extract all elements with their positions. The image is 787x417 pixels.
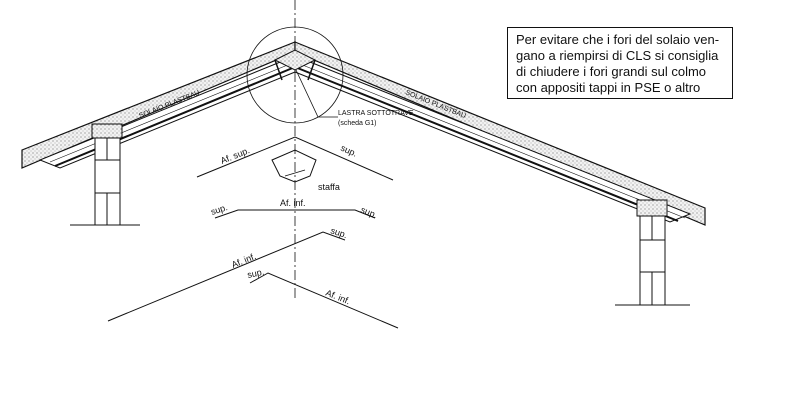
note-box: Per evitare che i fori del solaio ven- g… [507,27,733,99]
lastra-label: LASTRA SOTTOTRAVE [338,110,414,117]
note-line: di chiudere i fori grandi sul colmo [516,64,707,79]
sup-label: sup. [339,143,359,159]
sup-label: sup. [329,225,348,240]
sup-label: sup. [246,267,265,280]
af-inf-label: Af. inf. [230,251,257,270]
rebar-af-sup [196,136,394,181]
staffa-shape [271,149,317,183]
left-column [70,123,140,226]
note-line: gano a riempirsi di CLS si consiglia [516,48,719,63]
note-line: con appositi tappi in PSE o altro [516,80,701,95]
sup-label: sup. [359,205,379,221]
rebar-af-inf-2 [107,231,346,322]
right-column [615,199,690,306]
note-line: Per evitare che i fori del solaio ven- [516,32,720,47]
af-inf-label: Af. inf. [324,288,351,307]
rebar-af-inf-1 [214,209,376,219]
staffa-label: staffa [318,182,340,192]
detail-circle [246,26,344,124]
lastra-ref: (scheda G1) [338,120,377,127]
af-sup-label: Af. sup. [219,145,251,166]
leader-line [295,69,338,118]
rebar-af-inf-3 [249,272,399,329]
af-inf-label: Af. inf. [280,198,306,208]
